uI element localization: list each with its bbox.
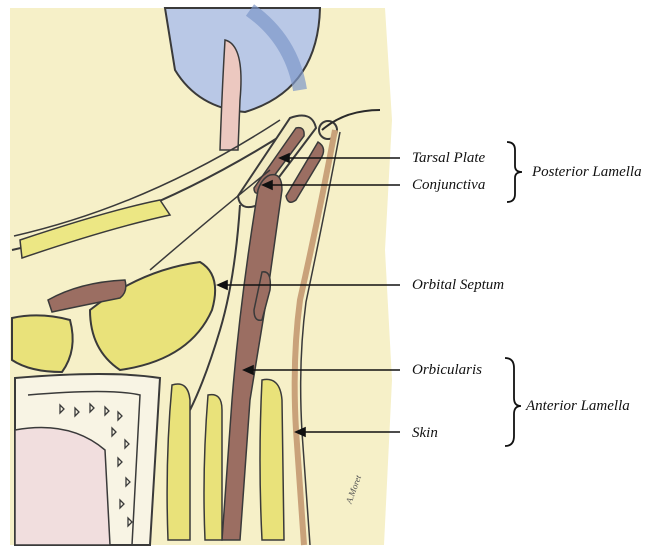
anterior-brace (505, 358, 521, 446)
orbital-fat-left (12, 315, 73, 372)
label-conjunctiva: Conjunctiva (412, 176, 485, 194)
label-anterior-lamella: Anterior Lamella (526, 397, 630, 415)
label-orbicularis: Orbicularis (412, 361, 482, 379)
label-skin: Skin (412, 424, 438, 442)
label-orbital-septum: Orbital Septum (412, 276, 504, 294)
label-tarsal-plate: Tarsal Plate (412, 149, 485, 167)
posterior-brace (507, 142, 522, 202)
fat-strip-1 (167, 384, 190, 540)
maxillary-sinus (15, 428, 110, 546)
fat-strip-3 (260, 379, 284, 540)
label-posterior-lamella: Posterior Lamella (532, 163, 642, 181)
fat-strip-2 (204, 395, 222, 540)
